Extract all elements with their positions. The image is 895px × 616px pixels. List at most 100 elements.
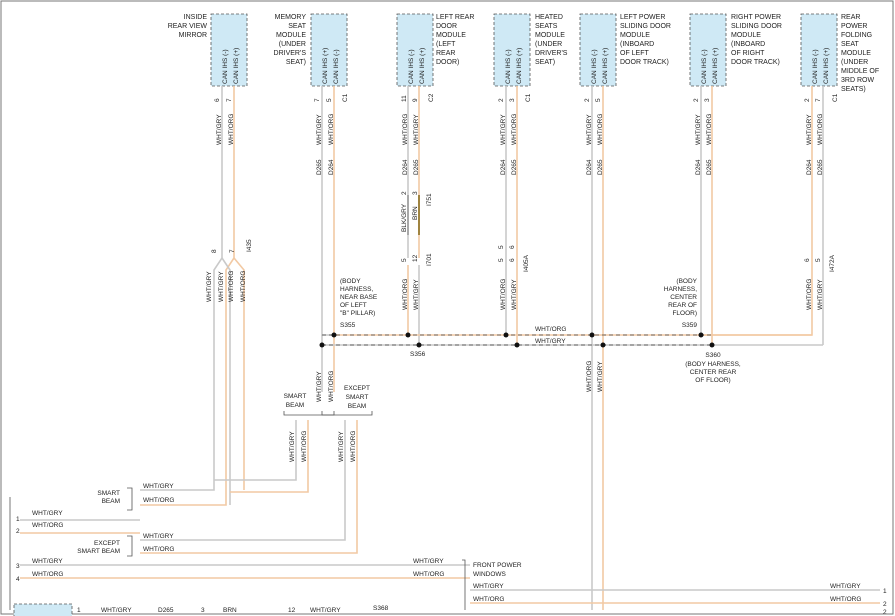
svg-text:SEAT: SEAT	[841, 41, 859, 48]
svg-text:WHT/GRY: WHT/GRY	[32, 558, 63, 565]
smart-beam-wire-org: WHT/ORG	[301, 431, 308, 462]
svg-text:5: 5	[595, 98, 602, 102]
smart-beam-wire-gry: WHT/GRY	[289, 431, 296, 462]
svg-text:NEAR BASE: NEAR BASE	[340, 294, 378, 301]
svg-text:I701: I701	[426, 253, 433, 266]
svg-text:MIDDLE OF: MIDDLE OF	[841, 68, 879, 75]
svg-text:(BODY: (BODY	[676, 278, 697, 285]
svg-text:6: 6	[509, 245, 516, 249]
svg-text:WHT/ORG: WHT/ORG	[402, 279, 409, 310]
svg-text:D265: D265	[158, 607, 174, 614]
svg-text:MEMORY: MEMORY	[275, 14, 307, 21]
svg-text:7: 7	[226, 98, 233, 102]
svg-text:5: 5	[326, 98, 333, 102]
svg-text:SEATS): SEATS)	[841, 86, 866, 93]
svg-text:WHT/ORG: WHT/ORG	[32, 522, 63, 529]
svg-text:WHT/ORG: WHT/ORG	[706, 114, 713, 145]
svg-text:S360: S360	[705, 352, 721, 359]
module-left-power-sliding-door: LEFT POWER SLIDING DOOR MODULE (INBOARD …	[579, 13, 671, 87]
svg-text:WHT/ORG: WHT/ORG	[228, 114, 235, 145]
svg-text:DOOR: DOOR	[436, 23, 457, 30]
svg-text:I405A: I405A	[523, 254, 530, 272]
svg-text:D264: D264	[806, 159, 813, 175]
svg-text:DOOR TRACK): DOOR TRACK)	[620, 59, 669, 66]
svg-text:WHT/ORG: WHT/ORG	[830, 596, 861, 603]
svg-text:9: 9	[412, 98, 419, 102]
svg-text:EXCEPT: EXCEPT	[344, 385, 370, 392]
svg-text:DRIVER'S: DRIVER'S	[535, 50, 568, 57]
module-right-power-sliding-door: RIGHT POWER SLIDING DOOR MODULE (INBOARD…	[689, 13, 782, 87]
svg-text:WHT/GRY: WHT/GRY	[143, 533, 174, 540]
svg-text:EXCEPT: EXCEPT	[94, 540, 120, 547]
svg-text:CAN IHS (+): CAN IHS (+)	[516, 48, 523, 84]
svg-text:S355: S355	[340, 322, 356, 329]
svg-text:MODULE: MODULE	[620, 32, 650, 39]
svg-text:3: 3	[412, 191, 419, 195]
svg-text:BEAM: BEAM	[348, 403, 366, 410]
splice-s359-label: (BODY HARNESS, CENTER REAR OF FLOOR) S35…	[664, 278, 698, 329]
svg-text:4: 4	[16, 576, 20, 583]
module-rear-power-folding-seat: REAR POWER FOLDING SEAT MODULE (UNDER MI…	[800, 13, 879, 102]
splice-s355-label: (BODY HARNESS, NEAR BASE OF LEFT "B" PIL…	[340, 278, 378, 329]
svg-text:CAN IHS (+): CAN IHS (+)	[602, 48, 609, 84]
svg-text:WHT/GRY: WHT/GRY	[695, 114, 702, 145]
bus-label-gry: WHT/GRY	[535, 338, 566, 345]
svg-text:8: 8	[211, 249, 218, 253]
svg-text:MODULE: MODULE	[436, 32, 466, 39]
svg-text:CAN IHS (+): CAN IHS (+)	[322, 48, 329, 84]
svg-text:WHT/ORG: WHT/ORG	[511, 114, 518, 145]
svg-text:WINDOWS: WINDOWS	[473, 571, 507, 578]
svg-text:D265: D265	[706, 159, 713, 175]
svg-text:WHT/ORG: WHT/ORG	[328, 114, 335, 145]
svg-text:7: 7	[314, 98, 321, 102]
svg-text:MODULE: MODULE	[841, 50, 871, 57]
svg-text:WHT/ORG: WHT/ORG	[143, 497, 174, 504]
svg-text:HARNESS,: HARNESS,	[340, 286, 373, 293]
except-wire-gry: WHT/GRY	[338, 431, 345, 462]
left-connector-region: SMART BEAM WHT/GRY WHT/ORG WHT/GRY WHT/O…	[9, 483, 444, 610]
svg-text:6: 6	[214, 98, 221, 102]
svg-text:CAN IHS (-): CAN IHS (-)	[701, 49, 708, 84]
front-power-windows: FRONT POWER WINDOWS WHT/GRY WHT/ORG WHT/…	[462, 559, 887, 610]
svg-text:WHT/GRY: WHT/GRY	[830, 583, 861, 590]
splice-dots	[319, 332, 715, 348]
svg-text:SEAT): SEAT)	[535, 59, 555, 66]
svg-text:S368: S368	[373, 605, 389, 612]
svg-text:S359: S359	[682, 322, 698, 329]
svg-text:REAR VIEW: REAR VIEW	[168, 23, 208, 30]
svg-text:LEFT REAR: LEFT REAR	[436, 14, 474, 21]
svg-text:WHT/GRY: WHT/GRY	[511, 279, 518, 310]
svg-text:D265: D265	[817, 159, 824, 175]
svg-text:WHT/GRY: WHT/GRY	[473, 583, 504, 590]
svg-text:POWER: POWER	[841, 23, 867, 30]
svg-text:5: 5	[401, 258, 408, 262]
svg-text:WHT/ORG: WHT/ORG	[817, 114, 824, 145]
svg-text:BEAM: BEAM	[102, 498, 120, 505]
svg-text:(UNDER: (UNDER	[535, 41, 562, 48]
svg-text:HEATED: HEATED	[535, 14, 563, 21]
svg-text:I435: I435	[246, 239, 253, 252]
svg-text:SEATS: SEATS	[535, 23, 558, 30]
svg-text:(INBOARD: (INBOARD	[731, 41, 765, 48]
variant-smart-beam: SMART BEAM	[283, 393, 335, 416]
svg-text:2: 2	[883, 609, 887, 616]
svg-text:WHT/ORG: WHT/ORG	[500, 279, 507, 310]
bottom-row: 1 WHT/GRY D265 3 BRN 12 WHT/GRY S368 2	[13, 603, 887, 616]
svg-text:(INBOARD: (INBOARD	[620, 41, 654, 48]
svg-text:WHT/ORG: WHT/ORG	[32, 571, 63, 578]
svg-text:OF RIGHT: OF RIGHT	[731, 50, 765, 57]
svg-text:C1: C1	[342, 93, 349, 102]
svg-text:FRONT POWER: FRONT POWER	[473, 562, 522, 569]
svg-text:WHT/ORG: WHT/ORG	[806, 279, 813, 310]
svg-text:OF FLOOR): OF FLOOR)	[695, 377, 730, 384]
svg-text:CAN IHS (-): CAN IHS (-)	[222, 49, 229, 84]
svg-text:WHT/GRY: WHT/GRY	[101, 607, 132, 614]
module-memory-seat: MEMORY SEAT MODULE (UNDER DRIVER'S SEAT)…	[274, 13, 349, 102]
svg-text:2: 2	[16, 528, 20, 535]
module-left-rear-door: LEFT REAR DOOR MODULE (LEFT REAR DOOR) C…	[396, 13, 474, 102]
svg-text:FLOOR): FLOOR)	[672, 310, 697, 317]
svg-text:REAR OF: REAR OF	[668, 302, 697, 309]
svg-text:WHT/GRY: WHT/GRY	[32, 510, 63, 517]
svg-text:WHT/GRY: WHT/GRY	[500, 114, 507, 145]
